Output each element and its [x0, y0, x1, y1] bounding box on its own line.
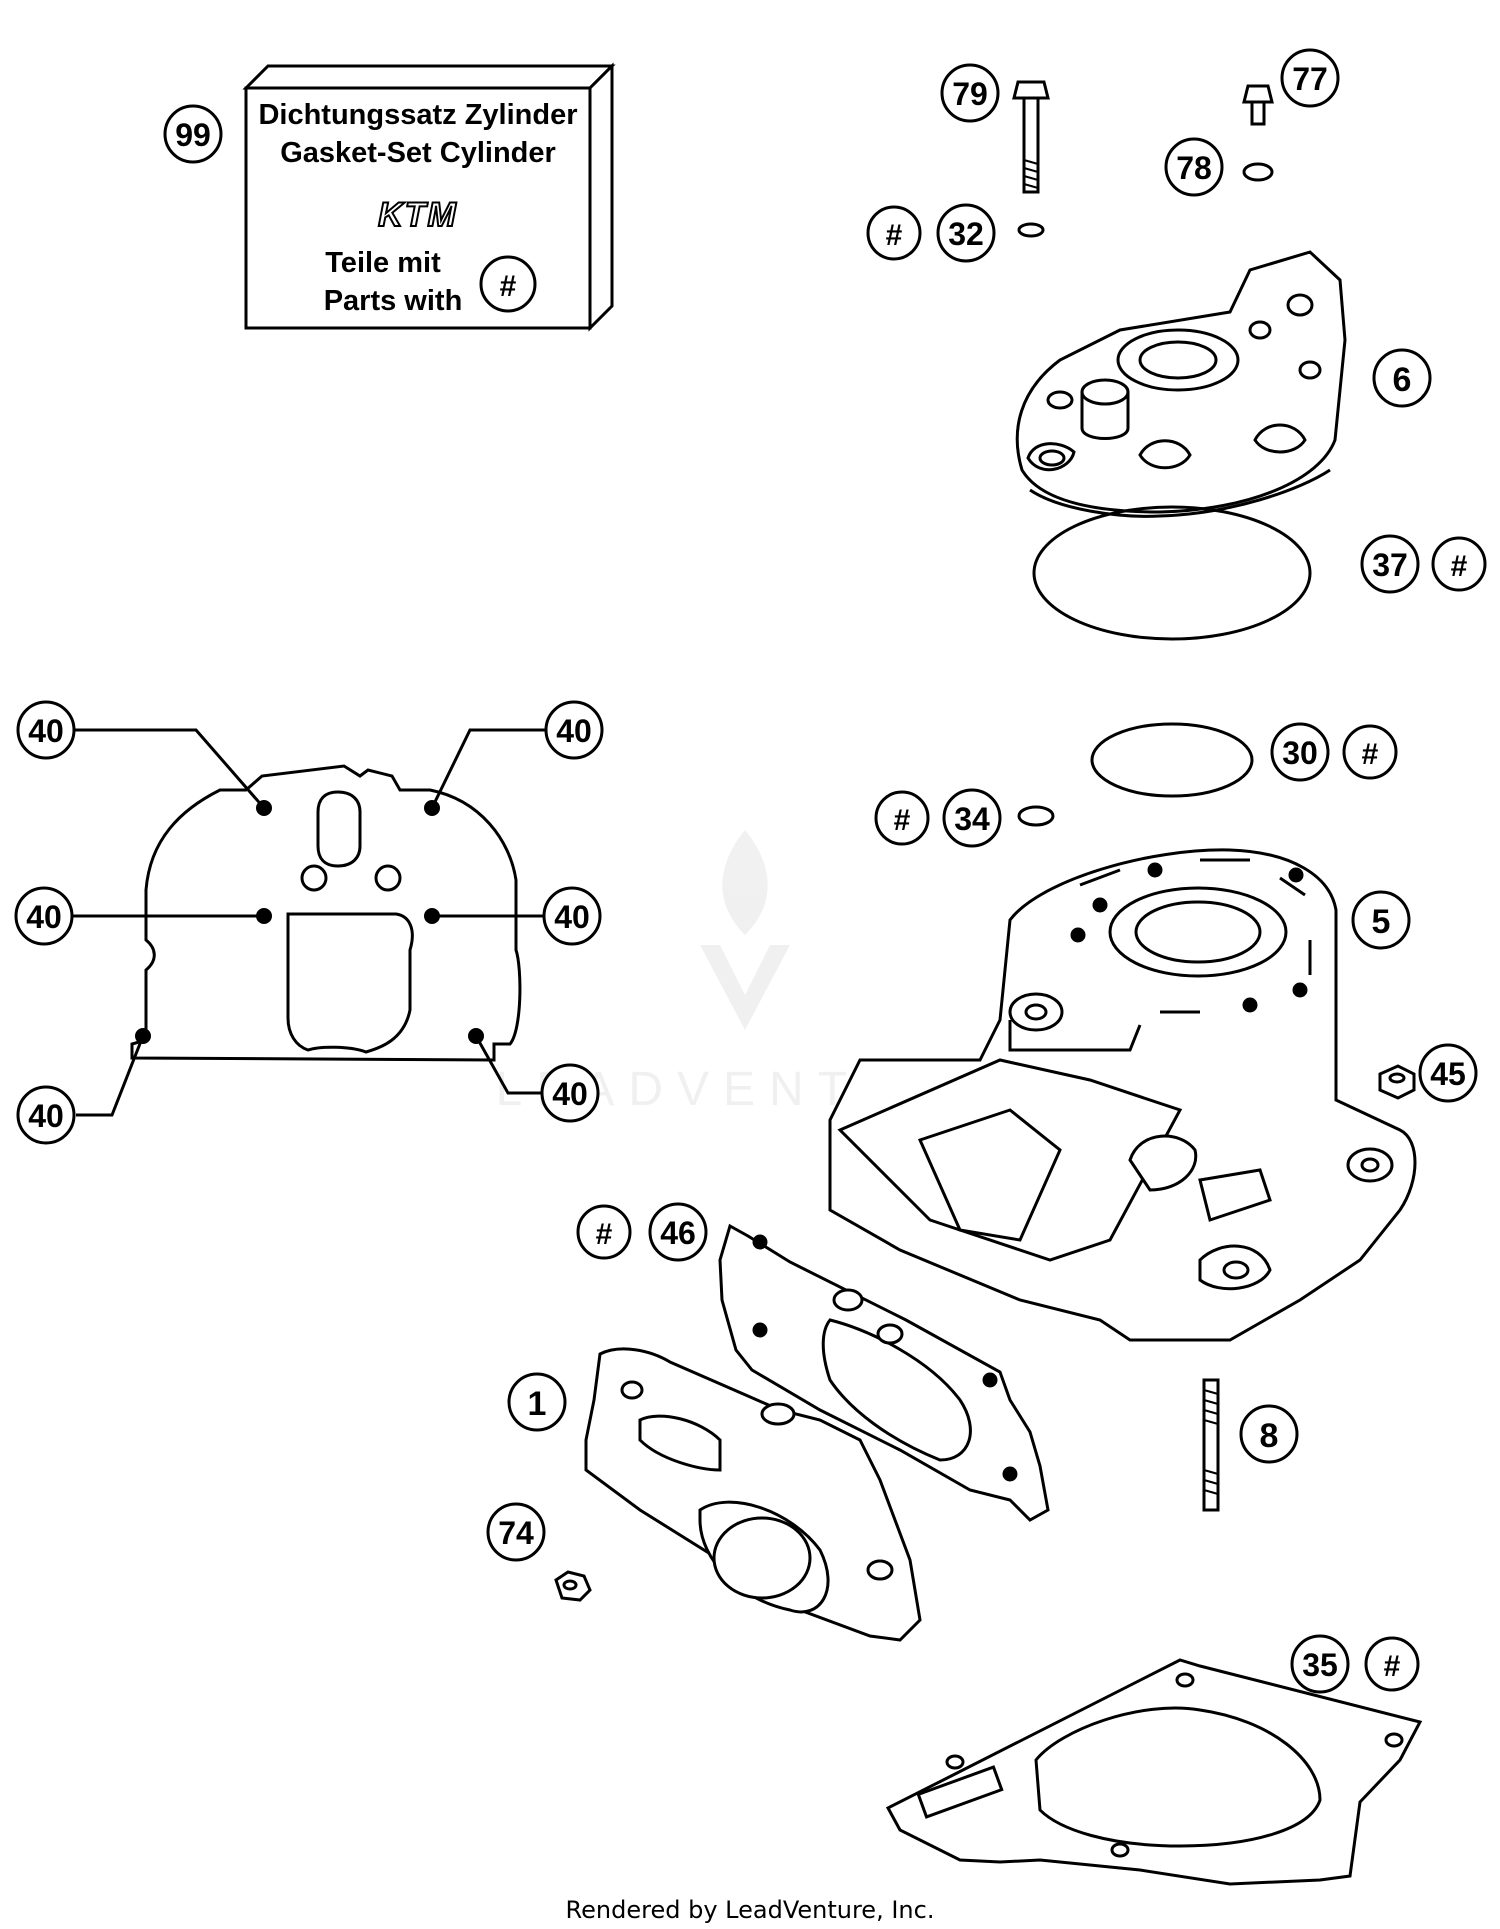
o-ring-34: [1017, 805, 1055, 827]
callout-40-mid-left[interactable]: 40: [14, 886, 74, 946]
nut-45: [1378, 1064, 1416, 1100]
gasket-set-parts-en: Parts with: [324, 285, 463, 317]
kit-symbol: #: [596, 1218, 613, 1251]
callout-40-top-right[interactable]: 40: [544, 700, 604, 760]
callout-34[interactable]: # 34: [874, 788, 1002, 848]
callout-99-label: 99: [175, 117, 211, 153]
callout-5[interactable]: 5: [1351, 890, 1411, 950]
callout-45[interactable]: 45: [1418, 1043, 1478, 1103]
callout-79[interactable]: 79: [940, 63, 1000, 123]
o-ring-37: [1032, 505, 1312, 641]
o-ring-30: [1090, 722, 1254, 798]
callout-37[interactable]: 37 #: [1360, 534, 1487, 594]
svg-text:30: 30: [1282, 735, 1318, 771]
callout-40-bottom-right[interactable]: 40: [540, 1063, 600, 1123]
svg-text:46: 46: [660, 1215, 696, 1251]
svg-text:1: 1: [528, 1385, 547, 1423]
callout-74[interactable]: 74: [486, 1502, 546, 1562]
svg-text:40: 40: [28, 1098, 64, 1134]
cylinder-head: [1015, 250, 1347, 518]
kit-symbol: #: [894, 804, 911, 837]
bolt-79: [1012, 80, 1050, 194]
gasket-set-box: Dichtungssatz Zylinder Gasket-Set Cylind…: [242, 62, 616, 332]
footer-credit: Rendered by LeadVenture, Inc.: [566, 1896, 935, 1924]
kit-symbol: #: [1451, 550, 1468, 583]
stud-8: [1202, 1378, 1220, 1512]
svg-text:77: 77: [1292, 61, 1328, 97]
gasket-set-title-de: Dichtungssatz Zylinder: [258, 99, 577, 131]
svg-text:37: 37: [1372, 547, 1408, 583]
callout-1[interactable]: 1: [507, 1372, 567, 1432]
washer-78: [1242, 162, 1274, 182]
svg-text:35: 35: [1302, 1647, 1338, 1683]
kit-symbol: #: [886, 219, 903, 252]
gasket-set-parts-de: Teile mit: [325, 247, 441, 279]
intake-flange-1: [584, 1347, 922, 1642]
gasket-set-title-en: Gasket-Set Cylinder: [280, 137, 556, 169]
cylinder: [828, 848, 1417, 1342]
gasket-46: [718, 1223, 1050, 1522]
callout-78[interactable]: 78: [1164, 137, 1224, 197]
svg-text:32: 32: [948, 216, 984, 252]
svg-text:40: 40: [552, 1076, 588, 1112]
bolt-77: [1242, 84, 1274, 126]
callout-32[interactable]: # 32: [866, 203, 996, 263]
svg-text:6: 6: [1393, 361, 1412, 399]
callout-46[interactable]: # 46: [576, 1202, 708, 1262]
ktm-logo: KTM: [378, 196, 458, 234]
base-gasket-40: [130, 764, 522, 1062]
svg-text:40: 40: [554, 899, 590, 935]
svg-text:79: 79: [952, 76, 988, 112]
svg-text:78: 78: [1176, 150, 1212, 186]
callout-30[interactable]: 30 #: [1270, 722, 1398, 782]
callout-99[interactable]: 99: [163, 104, 223, 164]
callout-77[interactable]: 77: [1280, 48, 1340, 108]
callout-40-mid-right[interactable]: 40: [542, 886, 602, 946]
callout-6[interactable]: 6: [1372, 348, 1432, 408]
gasket-set-symbol: #: [500, 270, 517, 303]
callout-40-bottom-left[interactable]: 40: [16, 1085, 76, 1145]
svg-text:45: 45: [1430, 1056, 1466, 1092]
leader-lines-40: [72, 728, 545, 1117]
kit-symbol: #: [1362, 738, 1379, 771]
callout-8[interactable]: 8: [1239, 1404, 1299, 1464]
svg-text:40: 40: [26, 899, 62, 935]
gasket-35: [885, 1658, 1423, 1886]
kit-symbol: #: [1384, 1650, 1401, 1683]
callout-40-top-left[interactable]: 40: [16, 700, 76, 760]
svg-text:8: 8: [1260, 1417, 1279, 1455]
base-gasket-40-points: [135, 800, 484, 1044]
svg-text:74: 74: [498, 1515, 534, 1551]
svg-text:40: 40: [556, 713, 592, 749]
svg-text:40: 40: [28, 713, 64, 749]
svg-text:5: 5: [1372, 903, 1391, 941]
callout-35[interactable]: 35 #: [1290, 1634, 1420, 1694]
svg-text:34: 34: [954, 801, 990, 837]
washer-32: [1017, 222, 1045, 238]
nut-74: [554, 1570, 592, 1602]
